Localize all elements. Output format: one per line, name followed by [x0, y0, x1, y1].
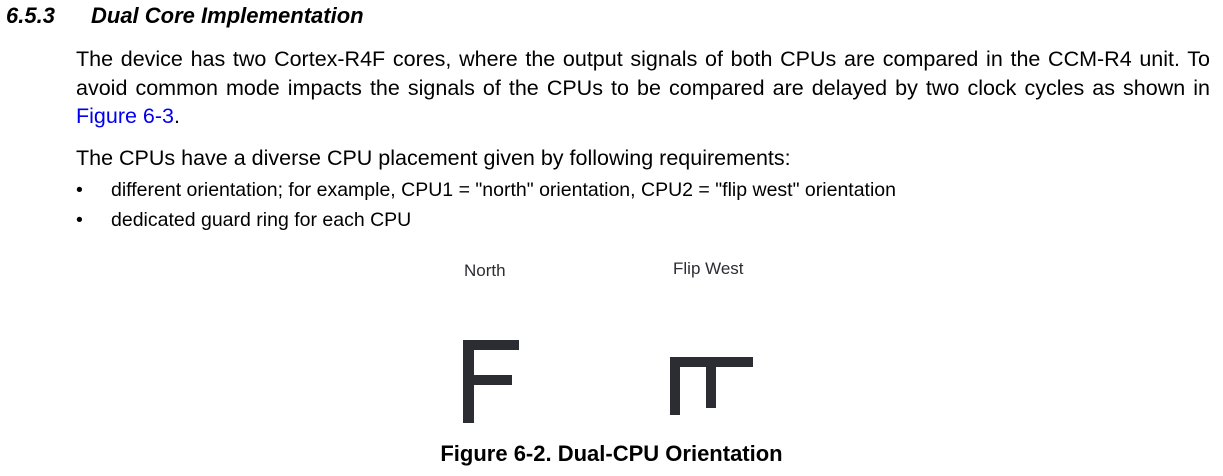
figure-caption: Figure 6-2. Dual-CPU Orientation	[440, 441, 783, 466]
figure-link[interactable]: Figure 6-3	[76, 104, 174, 128]
paragraph-text: The device has two Cortex-R4F cores, whe…	[76, 47, 1210, 100]
section-heading: 6.5.3 Dual Core Implementation	[6, 3, 364, 29]
bullet-item: • dedicated guard ring for each CPU	[76, 209, 411, 232]
section-title: Dual Core Implementation	[91, 3, 364, 28]
paragraph-text-end: .	[174, 104, 180, 128]
flip-west-label: Flip West	[673, 259, 744, 278]
bullet-item: • different orientation; for example, CPU…	[76, 179, 896, 202]
bullet-text: different orientation; for example, CPU1…	[111, 179, 896, 201]
flipped-top-bar	[670, 357, 680, 415]
bullet-marker: •	[76, 179, 83, 201]
paragraph-dual-core: The device has two Cortex-R4F cores, whe…	[76, 45, 1210, 131]
f-top-bar	[463, 340, 519, 350]
f-middle-bar	[463, 375, 512, 385]
north-label: North	[464, 261, 506, 280]
bullet-marker: •	[76, 209, 83, 231]
section-number: 6.5.3	[6, 3, 55, 28]
bullet-text: dedicated guard ring for each CPU	[111, 209, 412, 231]
flipped-middle-bar	[706, 360, 716, 408]
paragraph-placement: The CPUs have a diverse CPU placement gi…	[76, 146, 791, 170]
